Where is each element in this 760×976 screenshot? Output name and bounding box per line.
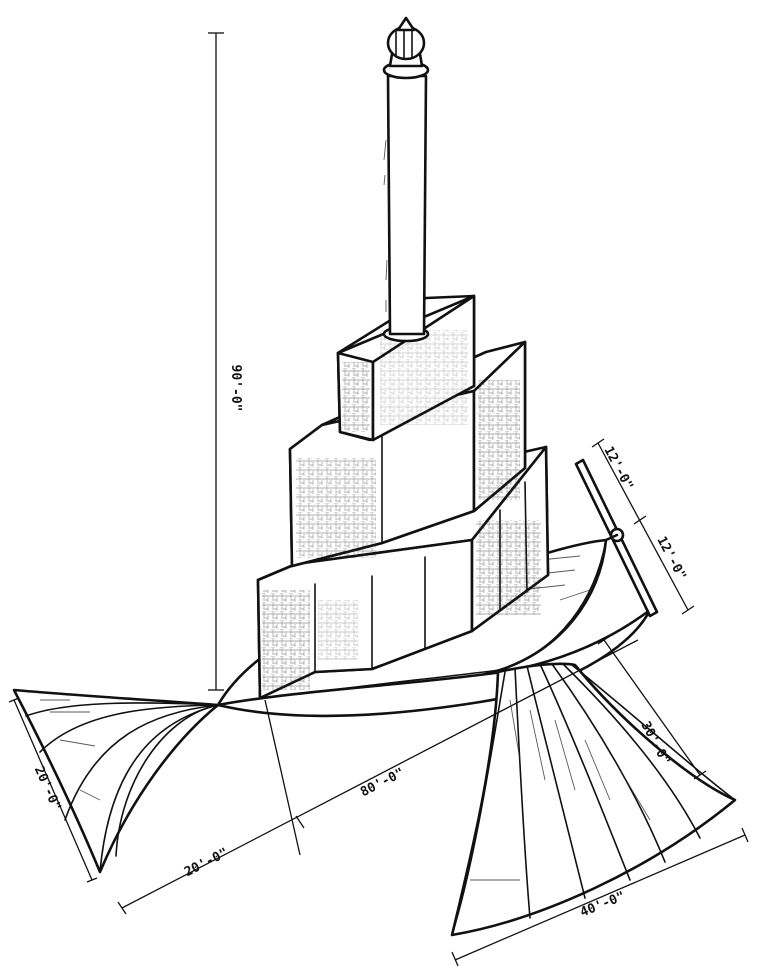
left-tail-fan [12,688,220,874]
height-dimension-label: 90'-0" [228,365,243,412]
steering-oar [574,458,659,618]
top-block [336,294,476,442]
hull-length-label: 80'-0" [358,766,407,801]
upper-width-label: 12'-0" [600,444,635,493]
height-dimension: 90'-0" [208,32,243,691]
left-offset-label: 20'-0" [182,846,231,881]
mast [382,16,430,343]
lower-width-label: 12'-0" [653,534,688,583]
right-tail-fan [450,662,737,937]
